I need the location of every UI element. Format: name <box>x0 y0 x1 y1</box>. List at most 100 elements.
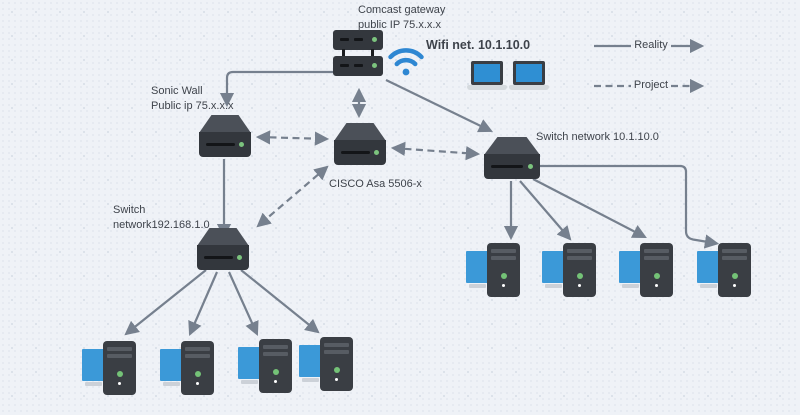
appliance-front <box>197 245 249 270</box>
laptop-base <box>467 85 507 90</box>
tower-slot <box>722 256 747 260</box>
monitor-stand <box>163 382 180 386</box>
tower-slot <box>263 345 288 349</box>
power-dot <box>578 284 581 287</box>
monitor-stand <box>469 284 486 288</box>
router-port <box>340 64 349 67</box>
pc-right-4 <box>697 243 751 301</box>
status-led <box>576 273 583 279</box>
power-dot <box>655 284 658 287</box>
edge-sonicwall-cisco <box>255 130 330 146</box>
status-led <box>372 37 377 42</box>
router-connector <box>371 49 374 57</box>
monitor-stand <box>545 284 562 288</box>
laptop-base <box>509 85 549 90</box>
wifi-icon <box>386 42 426 83</box>
laptop-icon <box>467 61 507 91</box>
status-led <box>239 142 244 147</box>
monitor-stand <box>622 284 639 288</box>
status-led <box>374 150 379 155</box>
cisco-device <box>334 123 386 165</box>
laptop-screen <box>513 61 545 85</box>
tower-slot <box>107 347 132 351</box>
status-led <box>194 371 201 377</box>
pc-right-1 <box>466 243 520 301</box>
appliance-slot <box>491 165 523 168</box>
pc-left-1 <box>82 341 136 399</box>
appliance-top <box>484 137 540 155</box>
appliance-slot <box>204 256 233 259</box>
edge-gateway-sonicwall <box>219 70 333 108</box>
sonicwall-label-line1: Sonic Wall <box>151 85 203 97</box>
laptop-icon <box>509 61 549 91</box>
gateway-label-line2: public IP 75.x.x.x <box>358 19 441 31</box>
power-dot <box>335 378 338 381</box>
power-dot <box>196 382 199 385</box>
power-dot <box>733 284 736 287</box>
status-led <box>653 273 660 279</box>
tower-slot <box>324 343 349 347</box>
monitor-stand <box>700 284 717 288</box>
switch-left-device <box>197 228 249 270</box>
tower-slot <box>185 347 210 351</box>
appliance-front <box>199 132 251 157</box>
router-port <box>340 38 349 41</box>
router-unit-icon <box>333 30 383 50</box>
monitor-stand <box>241 380 258 384</box>
edge-cisco-switch-left <box>256 165 329 228</box>
gateway-label-line1: Comcast gateway <box>358 4 446 16</box>
tower-slot <box>324 350 349 354</box>
tower-icon <box>259 339 292 393</box>
legend-project-label: Project <box>633 79 669 91</box>
power-dot <box>118 382 121 385</box>
edge-switch-right-pc2 <box>519 180 572 241</box>
switch-right-device <box>484 137 540 179</box>
sonicwall-device <box>199 115 251 157</box>
tower-slot <box>491 249 516 253</box>
status-led <box>237 255 242 260</box>
pc-left-2 <box>160 341 214 399</box>
status-led <box>528 164 533 169</box>
status-led <box>333 367 340 373</box>
tower-icon <box>487 243 520 297</box>
edge-gateway-switch-right <box>385 79 493 133</box>
edge-switch-left-pc2 <box>188 271 219 336</box>
tower-icon <box>181 341 214 395</box>
switch-right-label: Switch network 10.1.10.0 <box>536 131 659 143</box>
switch-left-label-line2: network192.168.1.0 <box>113 219 210 231</box>
tower-slot <box>263 352 288 356</box>
pc-right-2 <box>542 243 596 301</box>
wifi-label: Wifi net. 10.1.10.0 <box>426 38 531 52</box>
tower-slot <box>722 249 747 253</box>
power-dot <box>502 284 505 287</box>
status-led <box>500 273 507 279</box>
power-dot <box>274 380 277 383</box>
tower-icon <box>320 337 353 391</box>
pc-left-4 <box>299 337 353 395</box>
router-unit-icon <box>333 56 383 76</box>
status-led <box>272 369 279 375</box>
cisco-label: CISCO Asa 5506-x <box>329 178 422 190</box>
edge-switch-right-pc3 <box>532 178 647 238</box>
monitor-stand <box>85 382 102 386</box>
tower-slot <box>185 354 210 358</box>
gateway-label: Comcast gateway public IP 75.x.x.x <box>358 3 445 33</box>
tower-icon <box>563 243 596 297</box>
tower-slot <box>644 256 669 260</box>
tower-slot <box>644 249 669 253</box>
appliance-front <box>484 154 540 179</box>
tower-slot <box>567 249 592 253</box>
status-led <box>372 63 377 68</box>
tower-icon <box>718 243 751 297</box>
pc-left-3 <box>238 339 292 397</box>
gateway-device <box>333 30 383 78</box>
appliance-top <box>334 123 386 141</box>
edge-switch-right-pc4 <box>540 164 720 249</box>
edge-switch-left-pc4 <box>240 269 320 334</box>
sonicwall-label-line2: Public ip 75.x.x.x <box>151 100 234 112</box>
tower-slot <box>567 256 592 260</box>
tower-slot <box>491 256 516 260</box>
